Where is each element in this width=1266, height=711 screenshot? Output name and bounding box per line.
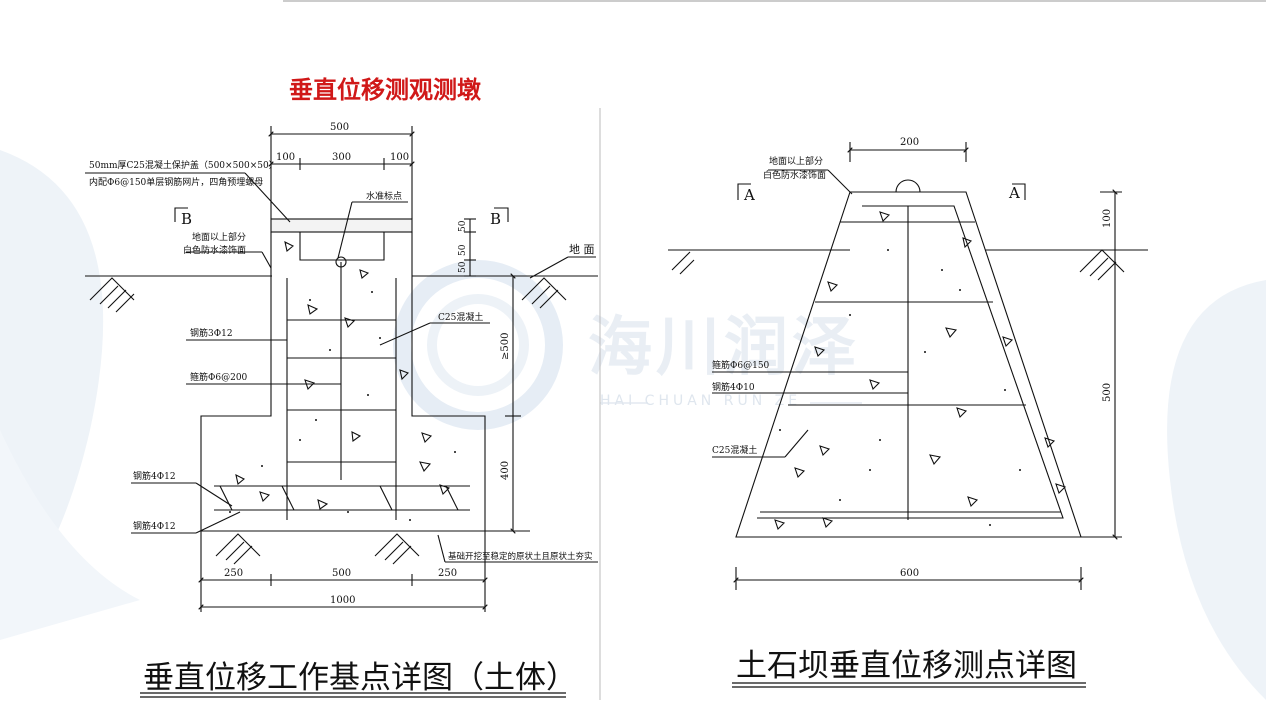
dim-right-50c: 50 xyxy=(458,261,468,273)
watermark-subtext: HAI CHUAN RUN ZE xyxy=(600,393,802,409)
label-stirrup: 箍筋Φ6@200 xyxy=(190,371,248,383)
dim-right-bottom-600: 600 xyxy=(900,568,919,579)
dim-top-300: 300 xyxy=(332,152,351,163)
dim-right-100: 100 xyxy=(1102,209,1113,228)
left-pier-drawing xyxy=(85,126,598,612)
label-ground: 地 面 xyxy=(569,243,595,256)
label-cover-line2: 内配Φ6@150单层钢筋网片，四角预埋螺母 xyxy=(89,176,263,188)
label-concrete: C25混凝土 xyxy=(438,311,483,323)
section-a-right: A xyxy=(1008,184,1020,202)
label-rebar-base2: 钢筋4Φ12 xyxy=(133,520,176,532)
dim-top-100-left: 100 xyxy=(276,152,295,163)
label-right-rebar: 钢筋4Φ10 xyxy=(712,381,755,393)
section-a-left: A xyxy=(743,186,755,204)
left-drawing-caption: 垂直位移工作基点详图（土体） xyxy=(143,660,577,696)
dim-bottom-250-left: 250 xyxy=(224,568,243,579)
label-right-finish-line1: 地面以上部分 xyxy=(769,155,823,167)
dim-bottom-250-right: 250 xyxy=(438,568,457,579)
right-drawing-caption: 土石坝垂直位移测点详图 xyxy=(736,648,1077,684)
label-right-stirrup: 箍筋Φ6@150 xyxy=(712,359,770,371)
label-right-concrete: C25混凝土 xyxy=(712,444,757,456)
dim-right-ge500: ≥500 xyxy=(500,333,511,360)
label-cover-line1: 50mm厚C25混凝土保护盖（500×500×50） xyxy=(89,159,278,171)
watermark-text: 海川润泽 xyxy=(588,311,860,385)
dim-right-top-200: 200 xyxy=(900,137,919,148)
label-rebar-base1: 钢筋4Φ12 xyxy=(133,470,176,482)
dim-top-100-right: 100 xyxy=(390,152,409,163)
section-b-right: B xyxy=(490,210,501,228)
label-finish-line2: 白色防水漆饰面 xyxy=(183,244,246,256)
label-level-mark: 水准标点 xyxy=(366,190,402,202)
dim-bottom-1000: 1000 xyxy=(330,595,355,606)
dim-top-500: 500 xyxy=(330,122,349,133)
label-right-finish-line2: 白色防水漆饰面 xyxy=(763,169,826,181)
right-trapezoid-drawing xyxy=(668,142,1148,590)
section-b-left: B xyxy=(181,210,192,228)
dim-right-500: 500 xyxy=(1102,383,1113,402)
dim-right-50b: 50 xyxy=(458,244,468,256)
dim-right-50a: 50 xyxy=(458,220,468,232)
label-foundation-note: 基础开挖至稳定的原状土且原状土夯实 xyxy=(448,551,593,562)
dim-right-400: 400 xyxy=(500,461,511,480)
left-drawing-title: 垂直位移测观测墩 xyxy=(289,75,481,104)
dim-bottom-500: 500 xyxy=(332,568,351,579)
label-finish-line1: 地面以上部分 xyxy=(192,231,246,243)
label-rebar-main: 钢筋3Φ12 xyxy=(190,327,233,339)
